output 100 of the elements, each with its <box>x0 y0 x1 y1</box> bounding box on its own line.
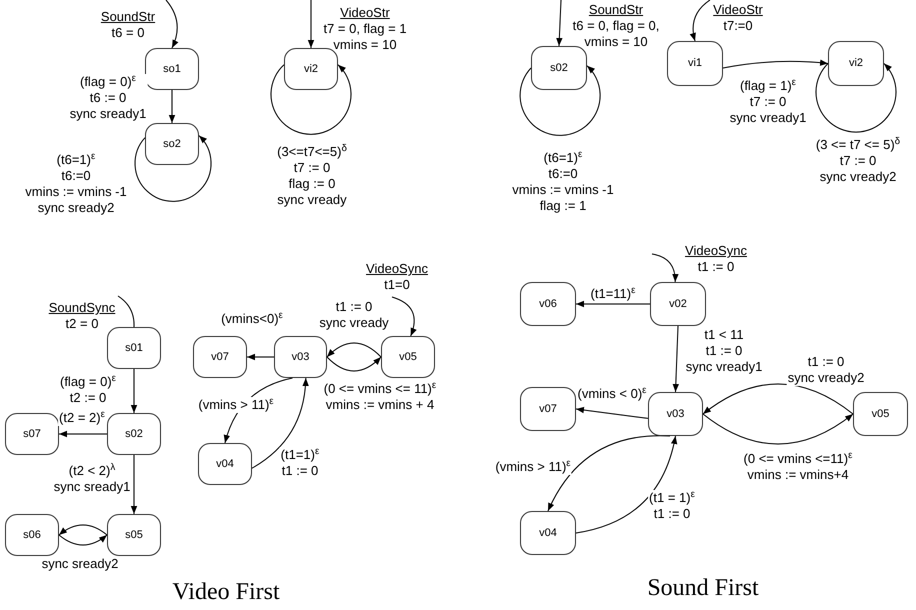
edge-label: (t2 < 2)$^{λ}$ sync sready1 <box>52 463 132 495</box>
transition-arrow <box>548 435 670 512</box>
transition-arrow <box>556 0 563 46</box>
state-box <box>667 41 723 86</box>
state-name: vi1 <box>688 57 702 70</box>
state-box <box>198 443 252 485</box>
edge-label: (t6=1)$^{ε}$ t6:=0 vmins := vmins -1 flag := 1 <box>511 150 615 214</box>
edge-label: (vmins < 0)$^{ε}$ <box>576 386 648 402</box>
edge-label: sync sready2 <box>40 556 120 572</box>
state-name: v03 <box>666 408 684 420</box>
initial-condition: t7:=0 <box>723 18 753 34</box>
state-name: s07 <box>23 428 41 440</box>
state-box <box>107 514 161 556</box>
transition-arrow <box>270 64 352 135</box>
transition-arrow <box>58 524 108 536</box>
state-name: v07 <box>211 350 229 364</box>
state-name: s05 <box>125 528 143 542</box>
state-name: vi2 <box>304 62 318 76</box>
state-name: v07 <box>539 402 557 416</box>
transition-arrow <box>576 300 650 308</box>
edge-label: t1 < 11 t1 := 0 sync vready1 <box>684 327 764 375</box>
transition-arrow <box>722 60 828 68</box>
edge-label: t1 := 0 sync vready2 <box>786 354 866 386</box>
transition-arrow <box>652 254 678 282</box>
state-name: so1 <box>163 62 181 76</box>
transition-arrow <box>308 0 314 48</box>
transition-arrow <box>392 296 416 336</box>
transition-arrow <box>130 454 138 514</box>
edge-label: (vmins<0)$^{ε}$ <box>220 311 284 327</box>
state-box <box>520 282 576 326</box>
transition-arrow <box>166 0 178 48</box>
state-name: s01 <box>125 342 143 354</box>
edge-label: (flag = 1)$^{ε}$ t7 := 0 sync vready1 <box>728 78 808 126</box>
transition-arrow <box>326 356 382 372</box>
state-name: v05 <box>872 408 890 420</box>
transition-arrow <box>168 90 176 124</box>
transition-arrow <box>252 378 309 469</box>
state-box <box>828 41 884 86</box>
initial-condition: t1 := 0 <box>698 259 734 275</box>
transition-arrow <box>576 436 677 534</box>
edge-label: (3<=t7<=5)$^{δ}$ t7 := 0 flag := 0 sync vready <box>276 144 348 208</box>
state-name: s06 <box>23 528 41 542</box>
edge-label: (vmins > 11)$^{ε}$ <box>494 459 572 475</box>
state-box <box>193 336 247 378</box>
edge-label: (t2 = 2)$^{ε}$ <box>58 410 106 426</box>
transition-arrow <box>58 534 108 546</box>
caption: Video First <box>172 578 280 606</box>
state-name: v04 <box>216 458 234 470</box>
state-box <box>145 123 199 165</box>
state-box <box>145 48 199 90</box>
state-box <box>284 48 338 90</box>
automaton-name: VideoStr <box>340 5 390 21</box>
transition-arrow <box>130 368 138 414</box>
transition-arrow <box>702 384 854 414</box>
caption: Sound First <box>647 574 759 602</box>
initial-condition: vmins = 10 <box>333 37 397 53</box>
state-box <box>648 392 703 436</box>
state-name: v05 <box>399 350 417 364</box>
automaton-name: VideoSync <box>685 243 747 259</box>
edge-label: (flag = 0)$^{ε}$ t6 := 0 sync sready1 <box>68 74 148 122</box>
state-name: v04 <box>539 526 557 540</box>
automaton-name: VideoSync <box>366 261 428 277</box>
state-box <box>381 336 435 378</box>
transition-arrow <box>134 135 212 202</box>
initial-condition: t7 = 0, flag = 1 <box>323 21 407 37</box>
transition-arrow <box>246 354 274 360</box>
edge-label: (vmins > 11)$^{ε}$ <box>197 397 275 413</box>
state-name: s02 <box>550 62 568 74</box>
state-box <box>5 514 59 556</box>
state-box <box>520 387 576 431</box>
automaton-name: SoundSync <box>48 300 116 316</box>
transition-arrow <box>520 65 601 136</box>
edge-label: (t6=1)$^{ε}$ t6:=0 vmins := vmins -1 sync sready2 <box>24 152 128 216</box>
state-name: v02 <box>669 298 687 310</box>
state-box <box>274 336 327 378</box>
transition-arrow <box>816 63 896 132</box>
transition-arrow <box>576 406 648 419</box>
transition-arrow <box>702 414 854 444</box>
state-name: so2 <box>163 138 181 150</box>
state-box <box>5 413 59 455</box>
automaton-name: VideoStr <box>713 2 763 18</box>
state-box <box>650 282 706 326</box>
initial-condition: t6 = 0, flag = 0, <box>572 18 660 34</box>
edge-label: (t1=11)$^{ε}$ <box>590 286 636 302</box>
state-name: vi2 <box>848 57 864 70</box>
state-name: v03 <box>292 350 310 364</box>
automaton-name: SoundStr <box>100 9 156 25</box>
transition-arrow <box>58 430 108 438</box>
initial-condition: t1=0 <box>384 277 410 293</box>
initial-condition: vmins = 10 <box>584 34 648 50</box>
edge-label: t1 := 0 sync vready <box>318 299 390 331</box>
state-name: s02 <box>125 428 143 440</box>
state-box <box>531 46 587 90</box>
initial-condition: t6 = 0 <box>112 25 144 41</box>
state-box <box>107 413 161 455</box>
state-name: v06 <box>539 298 557 310</box>
state-box <box>853 392 908 436</box>
state-box <box>107 327 161 369</box>
state-box <box>520 511 576 555</box>
transition-arrow <box>326 342 382 358</box>
